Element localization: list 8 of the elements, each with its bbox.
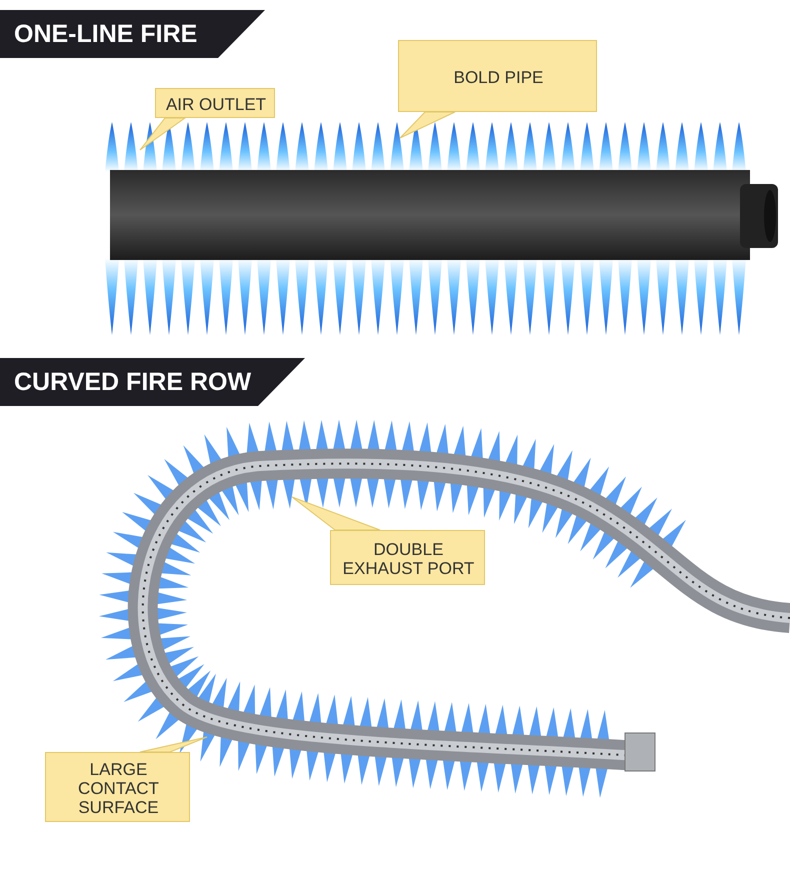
heading-banner (0, 358, 305, 406)
callout-text: BOLD PIPE (454, 68, 544, 86)
callout-text: AIR OUTLET (166, 94, 266, 114)
heading-banner (0, 10, 265, 58)
callout-text: LARGE CONTACT SURFACE (77, 760, 160, 816)
heading-text: CURVED FIRE ROW (14, 368, 252, 396)
heading-text: ONE-LINE FIRE (14, 20, 198, 48)
callout-text: DOUBLE EXHAUST PORT (342, 540, 476, 578)
